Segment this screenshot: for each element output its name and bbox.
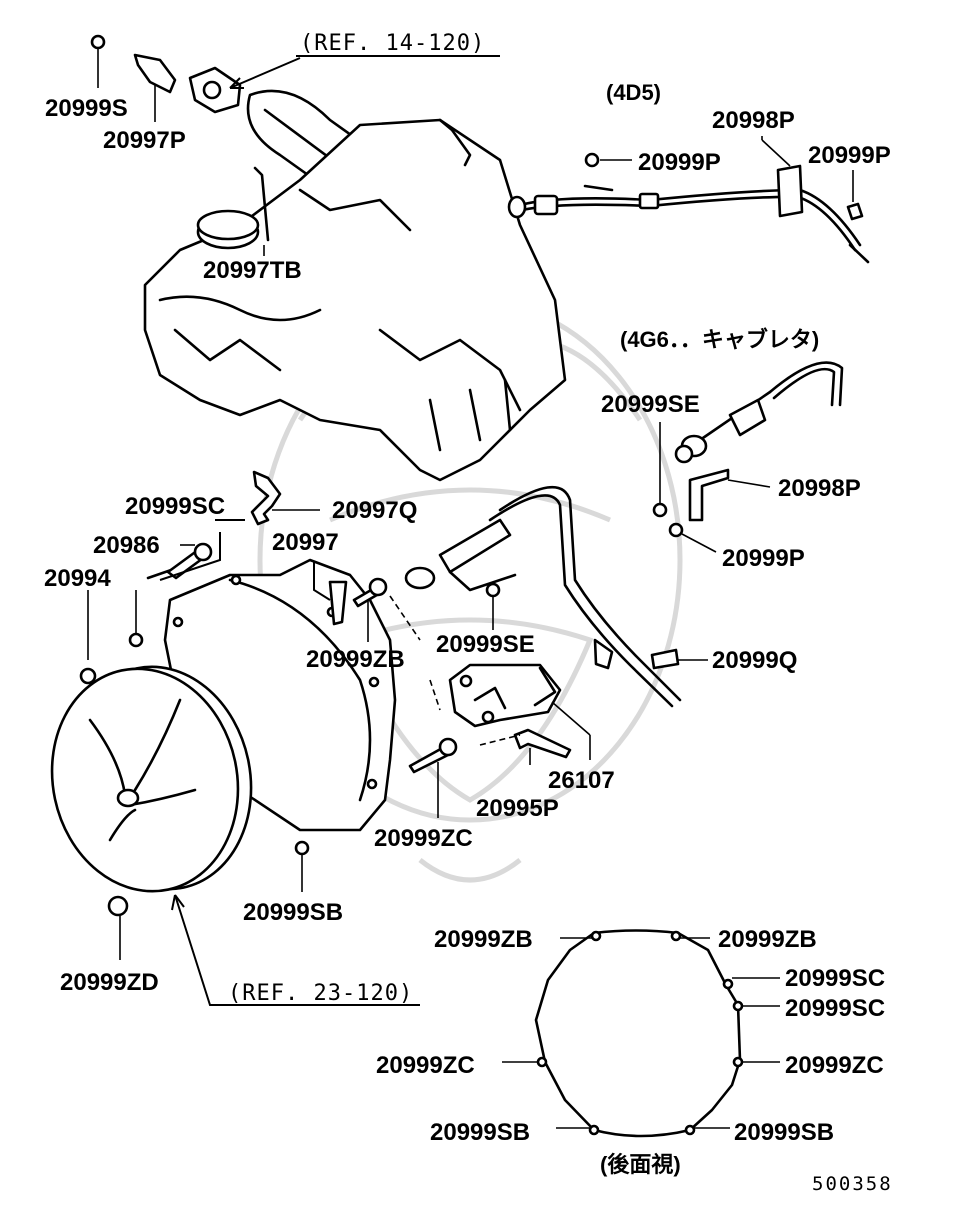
ref-23-120-label[interactable]: (REF. 23-120)	[228, 981, 413, 1006]
diagram-code: 500358	[812, 1173, 893, 1195]
part-20999SE-right[interactable]: 20999SE	[601, 391, 700, 418]
part-20999ZB[interactable]: 20999ZB	[306, 646, 405, 673]
bracket-26107	[429, 663, 591, 760]
harness-4d5	[507, 136, 870, 264]
bracket-20997P	[133, 53, 177, 122]
torque-converter	[50, 590, 253, 960]
section-4g6-label: (4G6．．キャブレタ)	[620, 327, 819, 352]
part-20998P-right[interactable]: 20998P	[778, 475, 861, 502]
bolt-20986	[166, 542, 213, 580]
part-20999SB[interactable]: 20999SB	[243, 899, 343, 926]
part-20995P[interactable]: 20995P	[476, 795, 559, 822]
bolt-20999S	[90, 34, 106, 88]
part-20998P-top[interactable]: 20998P	[712, 107, 795, 134]
part-20999SC[interactable]: 20999SC	[125, 493, 225, 520]
part-20999SE-mid[interactable]: 20999SE	[436, 631, 535, 658]
part-20986[interactable]: 20986	[93, 532, 160, 559]
bolt-20999ZC	[408, 737, 458, 818]
nut-20994	[128, 590, 144, 648]
harness-4g6	[652, 361, 844, 553]
rear-part-20999SB-left[interactable]: 20999SB	[430, 1119, 530, 1146]
part-20997[interactable]: 20997	[272, 529, 339, 556]
rear-part-20999ZC-right[interactable]: 20999ZC	[785, 1052, 884, 1079]
rear-part-20999ZB-right[interactable]: 20999ZB	[718, 926, 817, 953]
part-20994[interactable]: 20994	[44, 565, 111, 592]
rear-part-20999ZB-left[interactable]: 20999ZB	[434, 926, 533, 953]
rear-part-20999SC-2[interactable]: 20999SC	[785, 995, 885, 1022]
part-20997Q[interactable]: 20997Q	[332, 497, 417, 524]
part-20999S[interactable]: 20999S	[45, 95, 128, 122]
rear-part-20999SC-1[interactable]: 20999SC	[785, 965, 885, 992]
part-20999P-top-right[interactable]: 20999P	[808, 142, 891, 169]
rear-part-20999ZC-left[interactable]: 20999ZC	[376, 1052, 475, 1079]
ref-14-120-label[interactable]: (REF. 14-120)	[300, 31, 485, 56]
rear-view-outline	[502, 929, 780, 1138]
part-20999Q[interactable]: 20999Q	[712, 647, 797, 674]
engine-block	[143, 66, 567, 482]
harness-mid	[404, 485, 708, 708]
rear-view-label: (後面視)	[600, 1152, 681, 1177]
part-20999ZC[interactable]: 20999ZC	[374, 825, 473, 852]
part-20999ZD[interactable]: 20999ZD	[60, 969, 159, 996]
section-4d5-label: (4D5)	[606, 80, 661, 105]
part-26107[interactable]: 26107	[548, 767, 615, 794]
part-20999P-right[interactable]: 20999P	[722, 545, 805, 572]
bolt-20999ZB	[352, 577, 421, 642]
part-20999P-top-left[interactable]: 20999P	[638, 149, 721, 176]
part-20997P[interactable]: 20997P	[103, 127, 186, 154]
rear-part-20999SB-right[interactable]: 20999SB	[734, 1119, 834, 1146]
part-20997TB[interactable]: 20997TB	[203, 257, 302, 284]
